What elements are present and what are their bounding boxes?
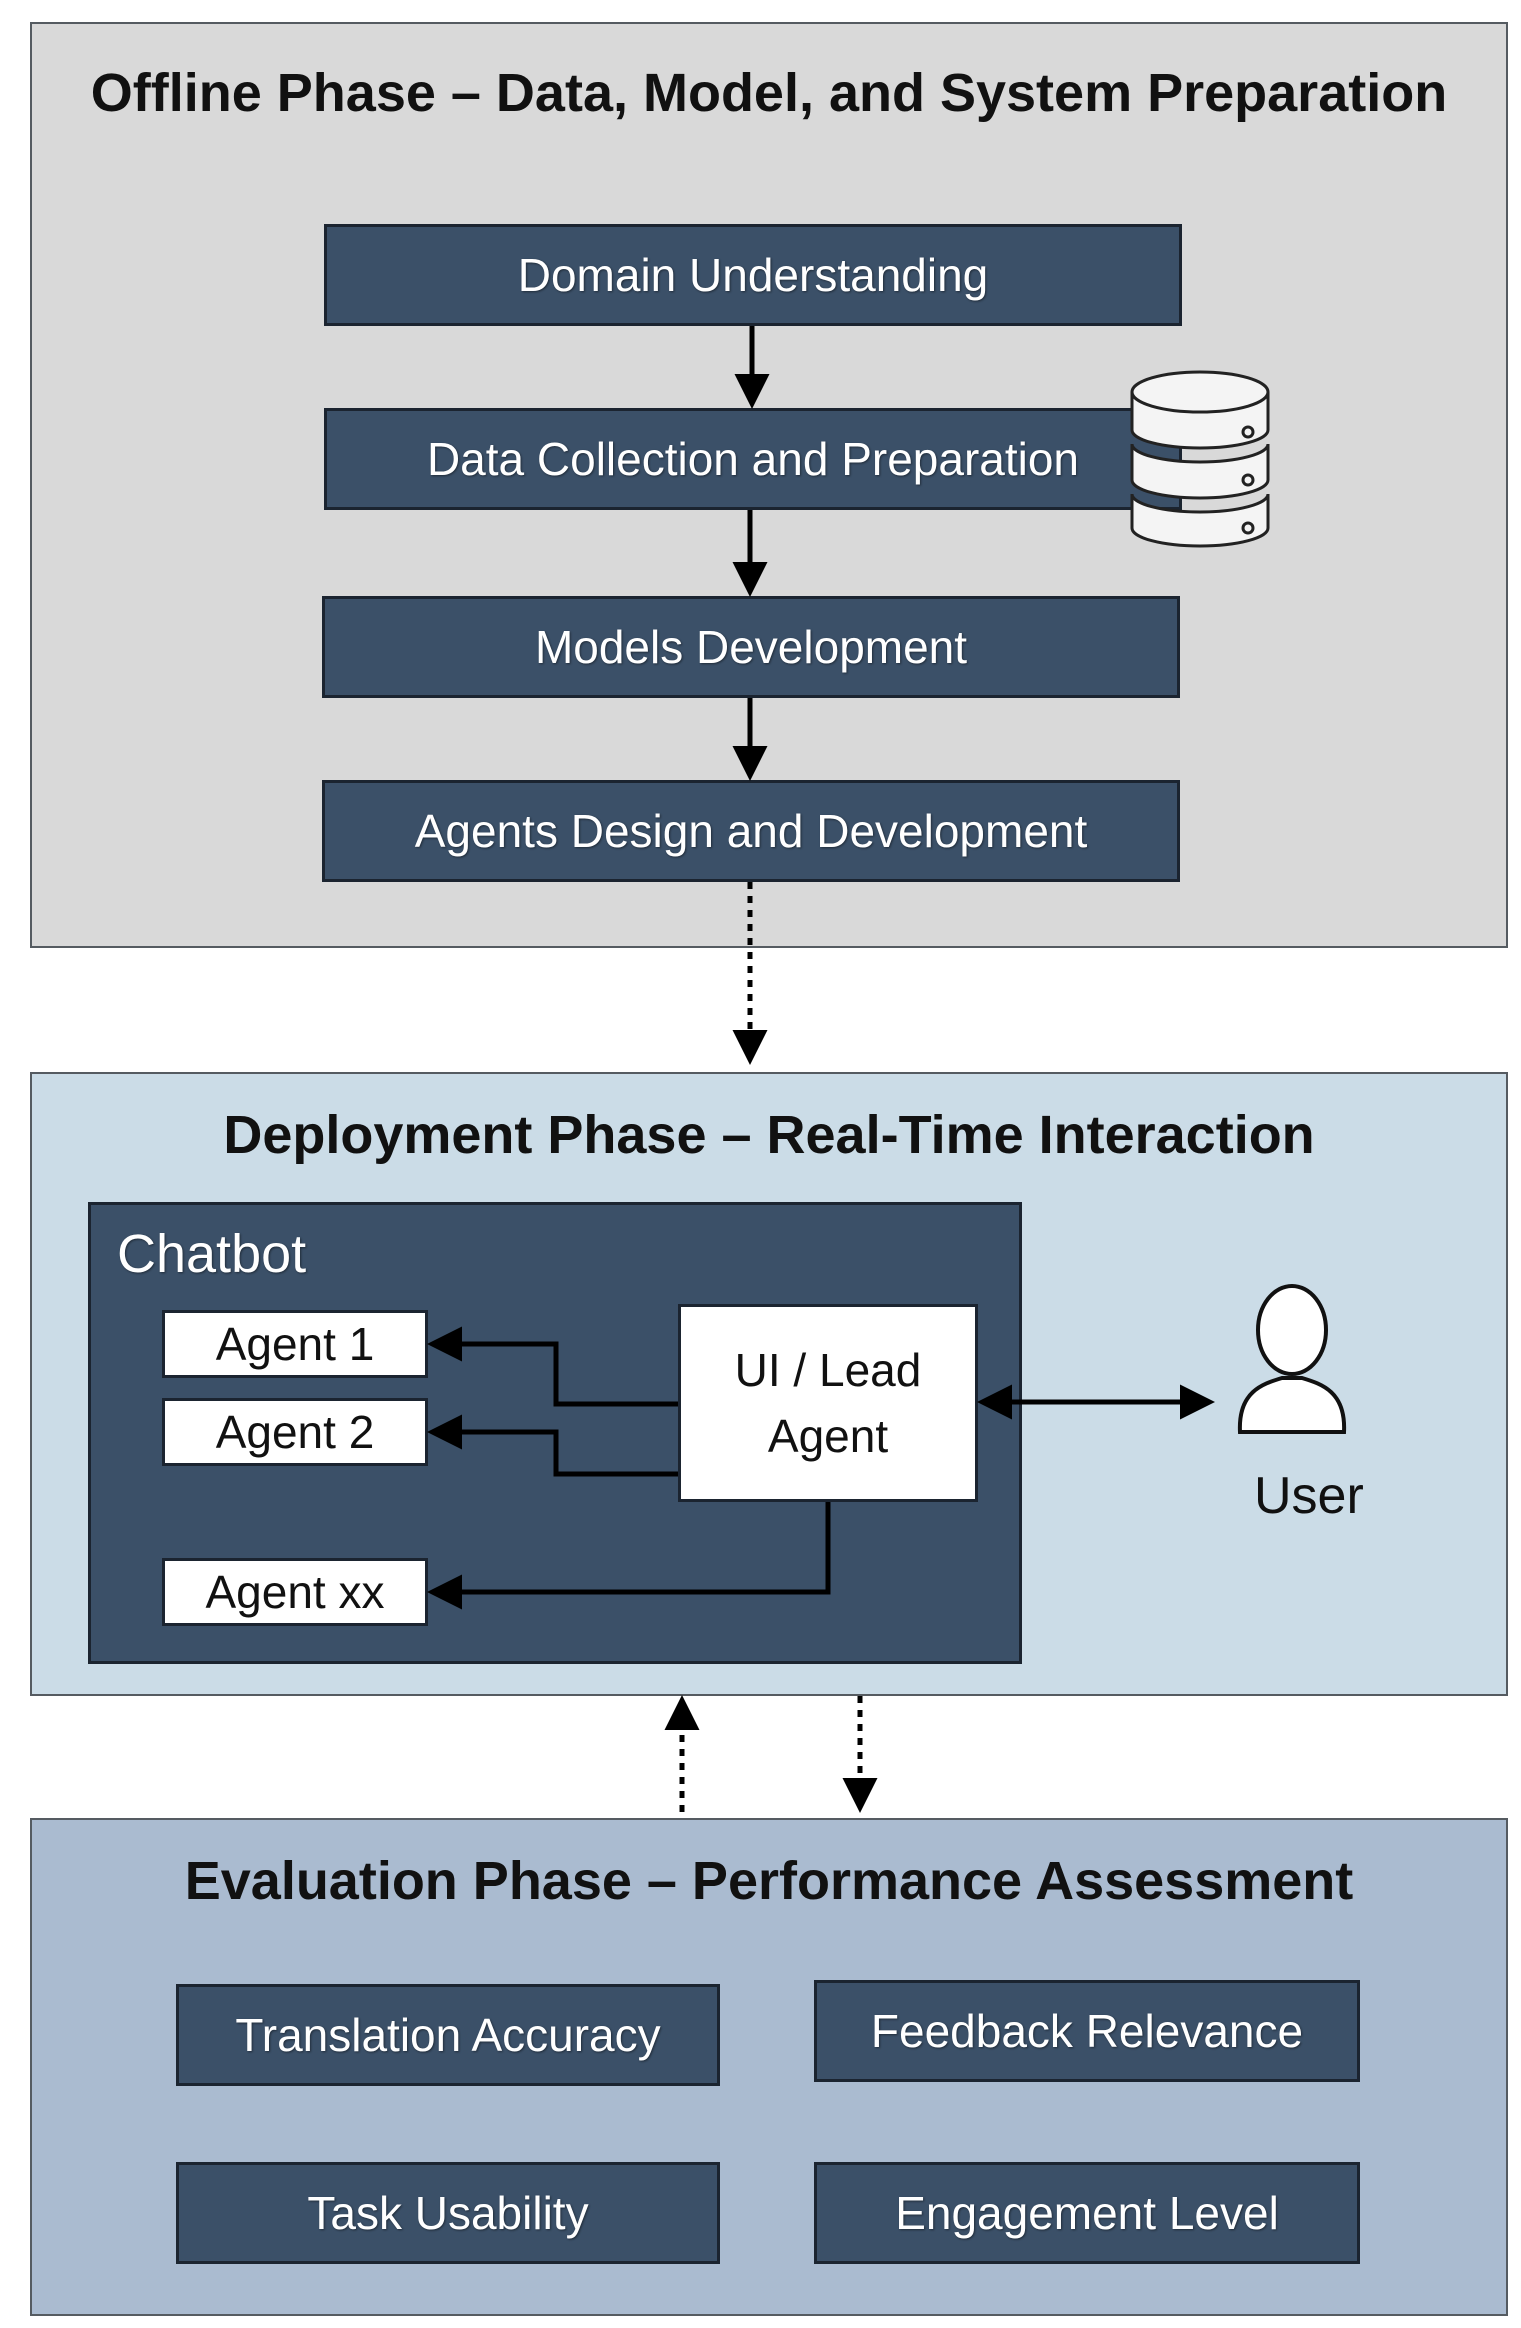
- agent-xx-box: Agent xx: [162, 1558, 428, 1626]
- metric-engagement-level: Engagement Level: [814, 2162, 1360, 2264]
- deployment-phase-title: Deployment Phase – Real-Time Interaction: [223, 1105, 1315, 1165]
- step-data-collection: Data Collection and Preparation: [324, 408, 1182, 510]
- evaluation-phase-title: Evaluation Phase – Performance Assessmen…: [184, 1851, 1354, 1911]
- metric-translation-accuracy: Translation Accuracy: [176, 1984, 720, 2086]
- metric-feedback-relevance: Feedback Relevance: [814, 1980, 1360, 2082]
- arrow-lead-to-agent-2: [427, 1414, 678, 1477]
- offline-phase-title: Offline Phase – Data, Model, and System …: [90, 63, 1448, 123]
- chatbot-label: Chatbot: [117, 1224, 307, 1284]
- agent-2-box: Agent 2: [162, 1398, 428, 1466]
- database-icon: [1130, 370, 1270, 548]
- arrow-lead-to-agent-xx: [427, 1502, 831, 1610]
- agent-1-box: Agent 1: [162, 1310, 428, 1378]
- metric-task-usability: Task Usability: [176, 2162, 720, 2264]
- lead-agent-label-line2: Agent: [767, 1410, 889, 1462]
- arrow-lead-to-agent-1: [427, 1326, 678, 1407]
- step-agents-design: Agents Design and Development: [322, 780, 1180, 882]
- user-label: User: [1254, 1467, 1364, 1525]
- lead-agent-label-line1: UI / Lead: [734, 1344, 922, 1396]
- step-domain-understanding: Domain Understanding: [324, 224, 1182, 326]
- step-models-development: Models Development: [322, 596, 1180, 698]
- user-icon: [1237, 1284, 1347, 1434]
- lead-agent-box: UI / Lead Agent: [678, 1304, 978, 1502]
